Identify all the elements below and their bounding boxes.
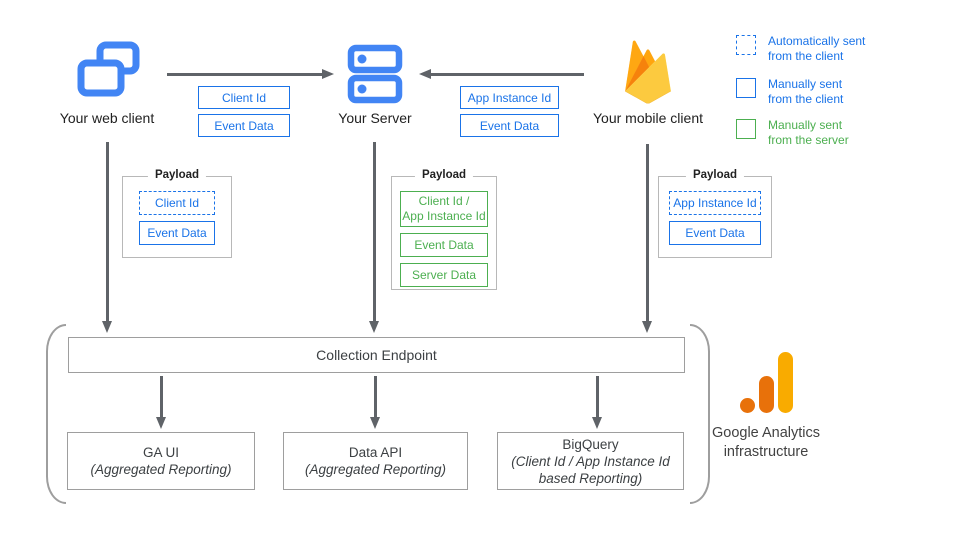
payload-item-label: Event Data (414, 237, 474, 252)
web-client-icon (76, 40, 140, 100)
payload-title: Payload (147, 169, 207, 181)
legend-swatch-solid-green (736, 119, 756, 139)
payload-item-label: Event Data (685, 225, 745, 240)
arrowhead-down-icon (592, 417, 602, 429)
legend-line: Automatically sent (768, 34, 866, 48)
payload-item-app-instance-id: App Instance Id (669, 191, 761, 215)
ga-logo-tall-bar (778, 352, 793, 413)
legend-item-auto-client: Automatically sent from the client (736, 34, 865, 64)
server-label: Your Server (338, 110, 412, 126)
output-title: BigQuery (562, 436, 619, 452)
payload-item-event-data: Event Data (139, 221, 215, 245)
arrowhead-down-icon (156, 417, 166, 429)
brand-line: Google Analytics (711, 425, 820, 441)
payload-title: Payload (414, 169, 474, 181)
tag-label: Event Data (214, 118, 274, 133)
payload-title: Payload (685, 169, 745, 181)
payload-item-label: Client Id (154, 195, 200, 210)
payload-item-event-data: Event Data (669, 221, 761, 245)
tag-app-instance-id: App Instance Id (460, 86, 559, 109)
arrow-mobile-down (646, 144, 649, 322)
legend-line: from the client (768, 49, 844, 63)
output-title: GA UI (142, 445, 179, 460)
output-title: Data API (348, 445, 403, 460)
output-subtitle: (Aggregated Reporting) (90, 462, 232, 477)
tag-label: App Instance Id (467, 90, 552, 105)
payload-box-mobile: Payload App Instance Id Event Data (658, 169, 772, 258)
payload-item-label: App Instance Id (673, 195, 757, 210)
arrow-to-ga-ui (160, 376, 163, 418)
payload-item-event-data: Event Data (400, 233, 488, 257)
mobile-client-label: Your mobile client (593, 110, 703, 126)
ga-ui-box: GA UI (Aggregated Reporting) (67, 432, 255, 490)
brand-line: infrastructure (723, 444, 809, 460)
legend-line: Manually sent (768, 118, 843, 132)
payload-item-label: Server Data (411, 267, 477, 282)
tag-event-data: Event Data (460, 114, 559, 137)
arrowhead-left-icon (419, 69, 431, 79)
payload-item-client-id: Client Id (139, 191, 215, 215)
tag-label: Client Id (221, 90, 267, 105)
bigquery-box: BigQuery (Client Id / App Instance Id ba… (497, 432, 684, 490)
legend-swatch-solid-blue (736, 78, 756, 98)
ga-infrastructure-label: Google Analytics infrastructure (700, 424, 832, 462)
data-api-box: Data API (Aggregated Reporting) (283, 432, 468, 490)
tag-client-id: Client Id (198, 86, 290, 109)
tag-label: Event Data (479, 118, 540, 133)
arrowhead-right-icon (322, 69, 334, 79)
collection-endpoint-label: Collection Endpoint (316, 346, 437, 363)
payload-item-label: Event Data (147, 225, 207, 240)
arrow-server-down (373, 142, 376, 322)
arrow-to-bigquery (596, 376, 599, 418)
arrowhead-down-icon (102, 321, 112, 333)
arrow-web-to-server (167, 73, 323, 76)
arrow-to-data-api (374, 376, 377, 418)
arrow-web-down (106, 142, 109, 322)
arrowhead-down-icon (370, 417, 380, 429)
collection-endpoint-box: Collection Endpoint (68, 337, 685, 373)
legend-line: Manually sent (768, 77, 843, 91)
output-subtitle: (Client Id / App Instance Id based Repor… (511, 453, 670, 486)
arrow-mobile-to-server (430, 73, 584, 76)
tag-event-data: Event Data (198, 114, 290, 137)
infrastructure-bracket-right (690, 324, 710, 504)
firebase-icon (612, 34, 684, 110)
web-client-label: Your web client (59, 110, 155, 126)
legend-line: from the server (768, 133, 849, 147)
legend-swatch-dashed-blue (736, 35, 756, 55)
arrowhead-down-icon (642, 321, 652, 333)
legend-line: from the client (768, 92, 844, 106)
legend-item-manual-client: Manually sent from the client (736, 77, 843, 107)
infrastructure-bracket-left (46, 324, 66, 504)
payload-box-server: Payload Client Id / App Instance Id Even… (391, 169, 497, 290)
payload-item-client-or-app-id: Client Id / App Instance Id (400, 191, 488, 227)
payload-item-label: App Instance Id (402, 209, 486, 223)
payload-box-web: Payload Client Id Event Data (122, 169, 232, 258)
server-icon (347, 44, 403, 106)
ga-logo-dot (740, 398, 755, 413)
legend-item-manual-server: Manually sent from the server (736, 118, 849, 148)
payload-item-server-data: Server Data (400, 263, 488, 287)
arrowhead-down-icon (369, 321, 379, 333)
output-subtitle: (Aggregated Reporting) (304, 462, 447, 477)
ga-logo-mid-bar (759, 376, 774, 413)
payload-item-label: Client Id / (418, 194, 470, 208)
